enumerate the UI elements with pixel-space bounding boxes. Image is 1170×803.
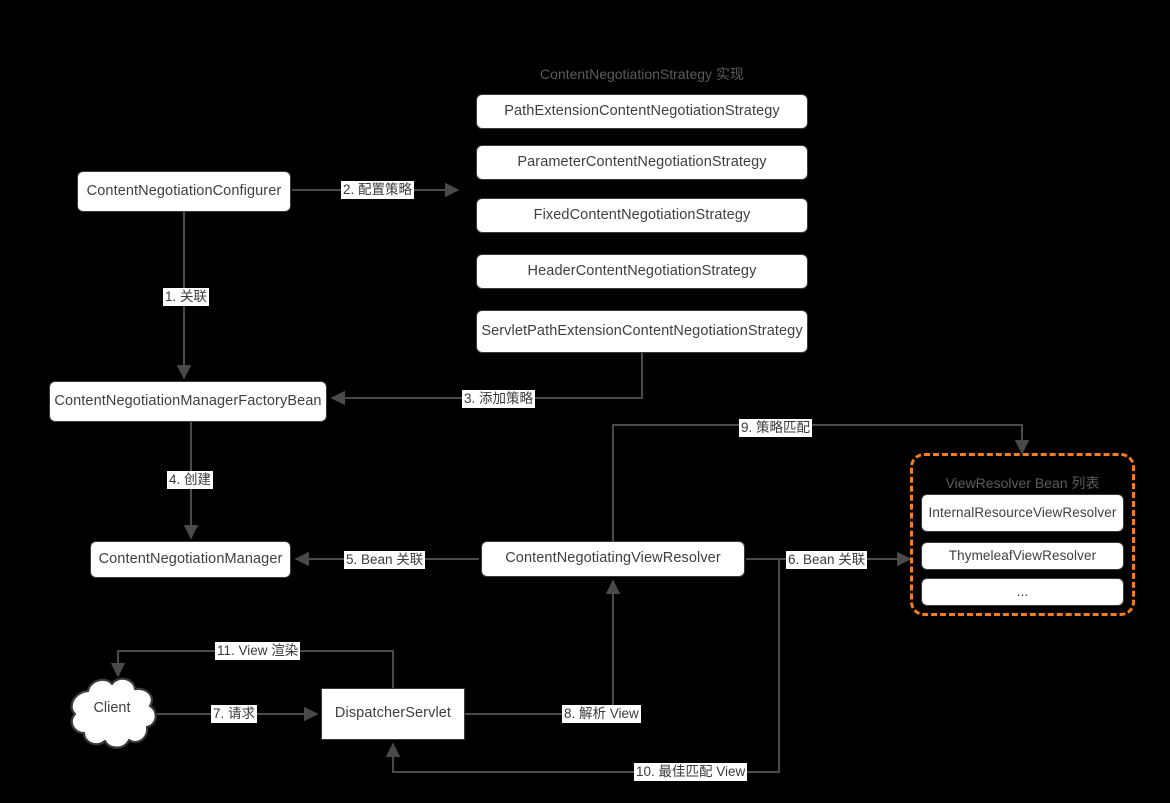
edge-label-2: 2. 配置策略 xyxy=(341,181,415,199)
node-client[interactable]: Client xyxy=(62,673,162,758)
node-dispatcher-servlet[interactable]: DispatcherServlet xyxy=(321,688,465,740)
edge-label-8: 8. 解析 View xyxy=(562,705,641,723)
edge-label-6: 6. Bean 关联 xyxy=(786,551,868,569)
node-servlet-path-extension-strategy[interactable]: ServletPathExtensionContentNegotiationSt… xyxy=(476,310,808,353)
edge-label-11: 11. View 渲染 xyxy=(215,642,301,660)
edge-label-9: 9. 策略匹配 xyxy=(739,419,813,437)
viewresolver-group-box xyxy=(910,453,1135,616)
edge-label-3: 3. 添加策略 xyxy=(462,390,536,408)
edge-label-1: 1. 关联 xyxy=(163,288,210,306)
node-fixed-strategy[interactable]: FixedContentNegotiationStrategy xyxy=(476,198,808,233)
node-content-negotiating-view-resolver[interactable]: ContentNegotiatingViewResolver xyxy=(481,541,745,577)
viewresolver-group-title: ViewResolver Bean 列表 xyxy=(945,475,1100,491)
node-content-negotiation-configurer[interactable]: ContentNegotiationConfigurer xyxy=(77,171,291,212)
client-label: Client xyxy=(93,700,131,716)
node-other-view-resolver[interactable]: ... xyxy=(921,578,1124,606)
edge-label-4: 4. 创建 xyxy=(167,471,214,489)
node-parameter-strategy[interactable]: ParameterContentNegotiationStrategy xyxy=(476,145,808,180)
node-header-strategy[interactable]: HeaderContentNegotiationStrategy xyxy=(476,254,808,289)
node-thymeleaf-view-resolver[interactable]: ThymeleafViewResolver xyxy=(921,542,1124,570)
cloud-icon xyxy=(70,677,157,749)
edge-10-wire xyxy=(385,559,781,774)
strategy-group-title: ContentNegotiationStrategy 实现 xyxy=(540,66,744,82)
edge-label-5: 5. Bean 关联 xyxy=(344,551,426,569)
node-path-extension-strategy[interactable]: PathExtensionContentNegotiationStrategy xyxy=(476,94,808,129)
node-content-negotiation-manager-factory-bean[interactable]: ContentNegotiationManagerFactoryBean xyxy=(49,381,327,422)
edge-label-7: 7. 请求 xyxy=(211,705,258,723)
node-content-negotiation-manager[interactable]: ContentNegotiationManager xyxy=(90,541,291,578)
edge-label-10: 10. 最佳匹配 View xyxy=(634,763,748,781)
node-internal-resource-view-resolver[interactable]: InternalResourceViewResolver xyxy=(921,494,1124,532)
